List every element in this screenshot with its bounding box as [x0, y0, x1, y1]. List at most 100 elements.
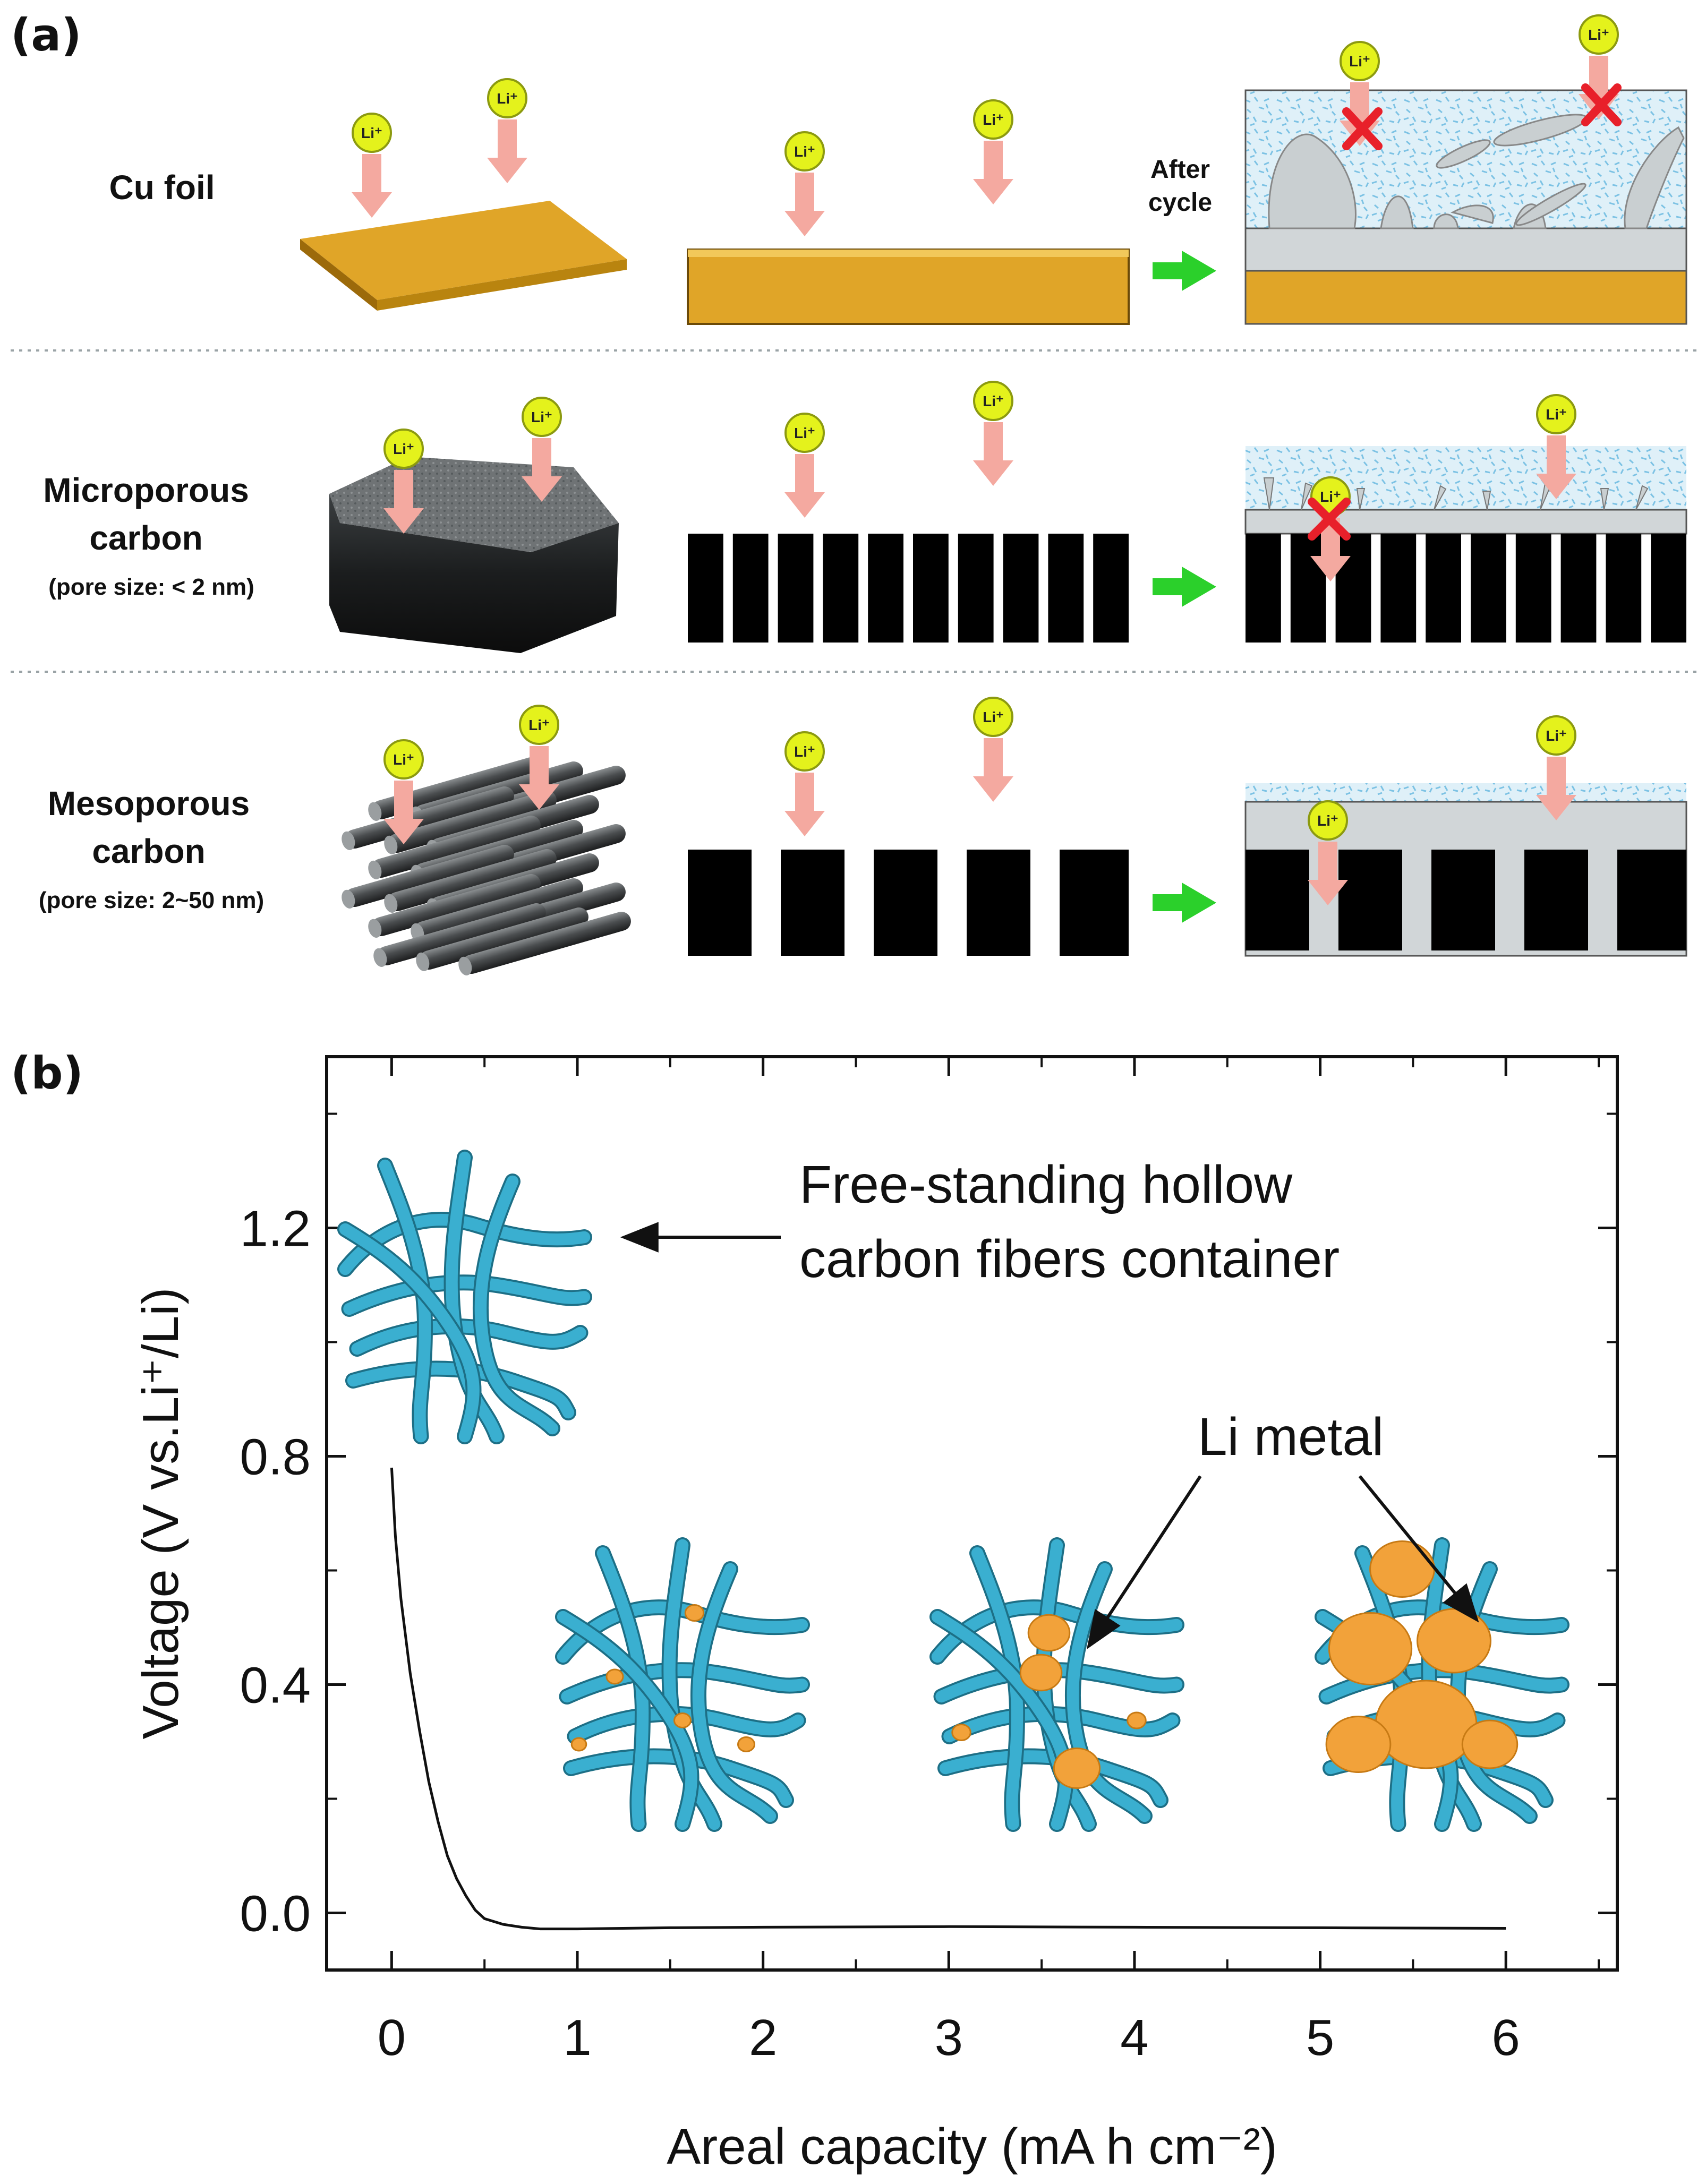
li-ion-arrow-icon	[1536, 795, 1576, 820]
li-ion-arrow-icon	[383, 819, 424, 844]
li-metal-deposit	[1417, 1608, 1491, 1674]
panel-a-label: (a)	[11, 9, 81, 61]
panel-b-label: (b)	[11, 1047, 83, 1099]
carbon-rod	[371, 816, 541, 878]
li-ion-icon	[1579, 14, 1619, 55]
microporous-after-cycle	[1244, 446, 1687, 643]
carbon-rod-end	[416, 952, 430, 971]
li-ion-label: Li⁺	[361, 125, 382, 141]
li-ion-icon	[784, 413, 825, 453]
pore-wall	[913, 534, 949, 643]
row-label-microporous-sub: (pore size: < 2 nm)	[48, 574, 254, 600]
pore-wall	[1560, 534, 1597, 643]
li-ion-arrow-icon	[795, 454, 814, 494]
li-ion-arrow-icon	[795, 773, 814, 812]
li-ion-arrow-icon	[352, 192, 392, 218]
li-ion-arrow-icon	[984, 738, 1003, 778]
row-label-cu-foil: Cu foil	[109, 168, 215, 207]
row-label-microporous-2: carbon	[89, 519, 202, 557]
li-ion-arrow-icon	[1547, 435, 1566, 475]
li-ion-icon	[383, 739, 424, 780]
carbon-rod-end	[342, 831, 355, 850]
li-ion-label: Li⁺	[794, 425, 815, 441]
pore-wall	[688, 534, 723, 643]
li-metal-deposit	[1127, 1711, 1147, 1729]
pore-wall	[1093, 534, 1129, 643]
carbon-rod	[414, 878, 583, 941]
li-ion-arrow-icon	[784, 811, 825, 836]
pore-wall	[1003, 534, 1039, 643]
li-ion-label: Li⁺	[528, 717, 550, 733]
li-ion-label: Li⁺	[393, 751, 414, 768]
pore-wall	[1651, 534, 1686, 643]
carbon-fiber	[474, 1175, 559, 1435]
x-tick-label: 4	[1120, 2009, 1148, 2066]
li-ion-icon	[973, 99, 1013, 140]
carbon-fiber	[379, 1159, 431, 1443]
carbon-fiber	[971, 1547, 1023, 1830]
carbon-rod	[462, 912, 631, 974]
li-ion-icon	[973, 381, 1013, 421]
y-tick-label: 0.0	[240, 1886, 311, 1942]
annotation-li-metal-arrow-2	[1358, 1475, 1479, 1623]
li-metal-deposit	[673, 1712, 692, 1728]
process-arrow-icon	[1153, 251, 1216, 291]
carbon-rod	[345, 845, 514, 907]
carbon-fiber	[943, 1708, 1179, 1743]
carbon-fiber	[596, 1547, 649, 1830]
carbon-rod-end	[458, 956, 472, 975]
microporous-section	[688, 534, 1129, 643]
pore-wall	[823, 534, 859, 643]
carbon-rod	[387, 791, 557, 853]
carbon-fiber	[351, 1320, 586, 1355]
li-ion-arrow-icon	[973, 460, 1013, 486]
y-tick-label: 0.8	[240, 1429, 311, 1486]
plot-frame	[325, 1055, 1619, 1972]
cu-foil-section	[687, 249, 1130, 325]
li-ion-arrow-icon	[394, 470, 413, 510]
li-ion-icon	[352, 113, 392, 153]
row-label-mesoporous-sub: (pore size: 2~50 nm)	[39, 887, 264, 913]
carbon-rod	[345, 786, 514, 849]
li-ion-arrow-icon	[519, 784, 559, 810]
carbon-rod-end	[373, 948, 387, 967]
carbon-fiber	[569, 1708, 804, 1743]
carbon-rod-end	[368, 919, 382, 938]
fiber-stage-1-illustration	[555, 1537, 810, 1832]
carbon-rod	[371, 757, 541, 820]
carbon-fiber	[692, 1563, 777, 1822]
li-ion-icon	[487, 78, 527, 118]
pore-wall	[732, 534, 769, 643]
li-ion-arrow-icon	[1318, 842, 1337, 881]
y-tick-label: 1.2	[240, 1201, 311, 1257]
li-ion-icon	[1536, 394, 1576, 434]
x-tick-label: 1	[563, 2009, 591, 2066]
li-ion-arrow-icon	[784, 211, 825, 236]
process-arrow-icon	[1153, 567, 1216, 607]
annotation-container-line1: Free-standing hollow	[799, 1155, 1293, 1214]
li-ion-arrow-icon	[1308, 880, 1348, 905]
li-metal-deposit	[1461, 1719, 1519, 1769]
li-metal-deposit	[737, 1736, 756, 1752]
row-label-mesoporous-2: carbon	[92, 832, 205, 870]
x-tick-label: 5	[1306, 2009, 1334, 2066]
li-ion-arrow-icon	[532, 438, 551, 478]
li-metal-deposit	[1019, 1654, 1063, 1692]
li-metal-deposit	[684, 1604, 705, 1622]
pore-wall	[1380, 534, 1417, 643]
carbon-rod-end	[368, 802, 382, 821]
li-ion-icon	[519, 705, 559, 745]
carbon-fiber	[561, 1664, 808, 1703]
li-metal-deposit	[1053, 1748, 1101, 1789]
li-ion-arrow-icon	[784, 492, 825, 518]
cu-foil-section-top	[688, 250, 1129, 257]
carbon-fiber	[343, 1277, 591, 1315]
cu-foil-after-cycle	[1244, 89, 1687, 325]
pore-wall	[868, 534, 903, 643]
li-metal-deposit	[951, 1724, 971, 1741]
li-ion-label: Li⁺	[983, 709, 1004, 725]
li-ion-icon	[973, 697, 1013, 737]
fiber-stage-2-illustration	[929, 1537, 1184, 1832]
li-ion-label: Li⁺	[983, 112, 1004, 128]
